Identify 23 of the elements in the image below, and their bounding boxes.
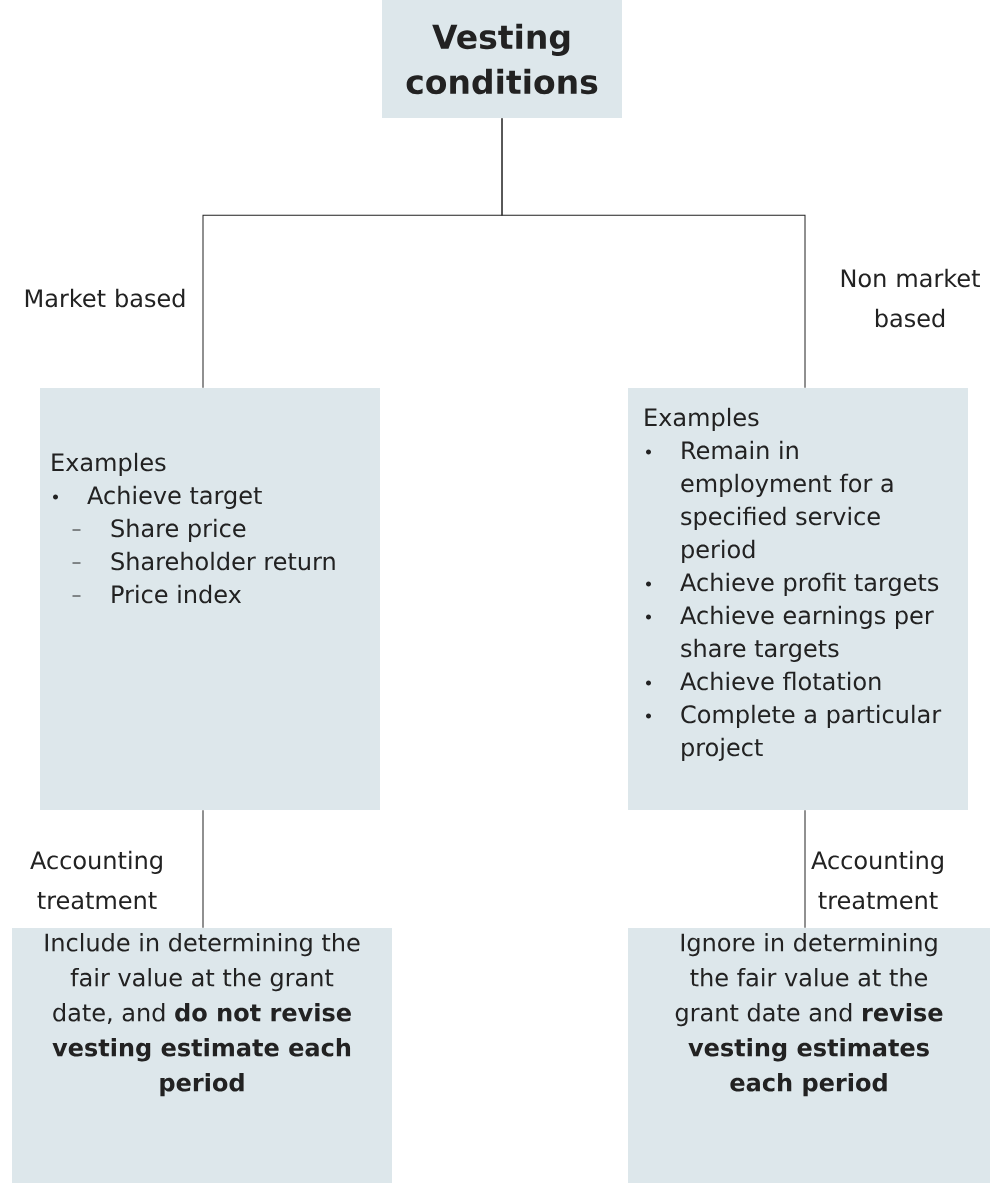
list-heading: Examples [645, 407, 759, 431]
treatment-box: Ignore in determining the fair value at the grant date and revise vesting estimates each period [628, 928, 990, 1183]
list-item: Share price [111, 518, 246, 542]
edge-label: Non market based [841, 268, 980, 328]
list-item: Achieve flotation [680, 671, 881, 691]
title-box: Vesting conditions [382, 0, 622, 118]
list-item: Achieve earnings per share targets [680, 605, 934, 662]
list-item: Complete a particular project [681, 704, 942, 761]
examples-box [628, 388, 968, 810]
connector-line [202, 809, 204, 929]
connector-line [804, 809, 806, 929]
examples-box [40, 388, 380, 810]
list-item: Achieve profit targets [680, 572, 939, 596]
edge-label: Accounting treatment [30, 850, 162, 910]
list-heading: Examples [52, 452, 166, 476]
treatment-box: Include in determining the fair value at the grant date, and do not revise vesting estimate each period [12, 928, 392, 1183]
list-item: Remain in employment for a specified service period [681, 440, 893, 563]
list-item: Shareholder return [111, 551, 335, 571]
list-item: Price index [112, 584, 242, 604]
edge-label: Accounting treatment [811, 850, 943, 910]
list-item: Achieve target [87, 485, 262, 509]
edge-label: Market based [25, 288, 185, 308]
connector-line [501, 117, 806, 389]
